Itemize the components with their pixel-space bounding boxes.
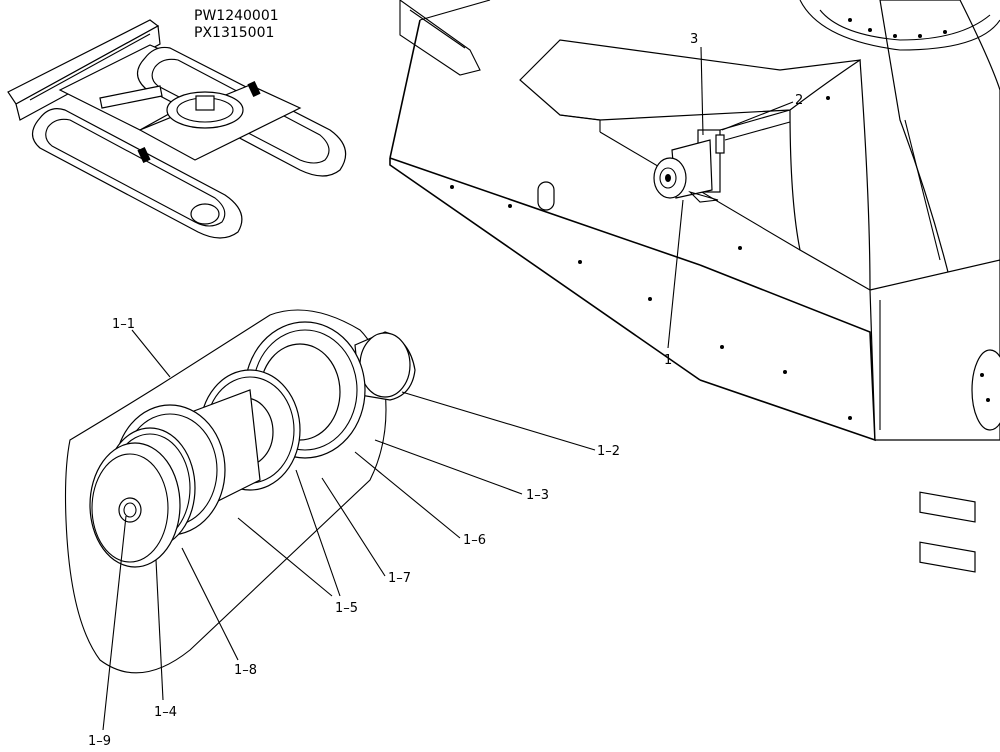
callout-1-2: 1–2 [597,444,620,459]
callout-3: 3 [690,32,698,47]
callout-1-8: 1–8 [234,663,257,678]
callout-1-1: 1–1 [112,317,135,332]
undercarriage-thumbnail [7,19,347,239]
callout-1-3: 1–3 [526,488,549,503]
serial-number-2: PX1315001 [194,25,274,41]
serial-number-1: PW1240001 [194,8,279,24]
callout-1-5: 1–5 [335,601,358,616]
callout-1-6: 1–6 [463,533,486,548]
exploded-roller [64,309,416,674]
callout-1-9: 1–9 [88,734,111,749]
callout-1: 1 [664,353,672,368]
callout-2: 2 [795,93,803,108]
leader-lines [102,46,794,731]
callout-1-7: 1–7 [388,571,411,586]
callout-1-4: 1–4 [154,705,177,720]
track-frame-view [389,0,1000,573]
top-roller-assembly [653,129,725,203]
